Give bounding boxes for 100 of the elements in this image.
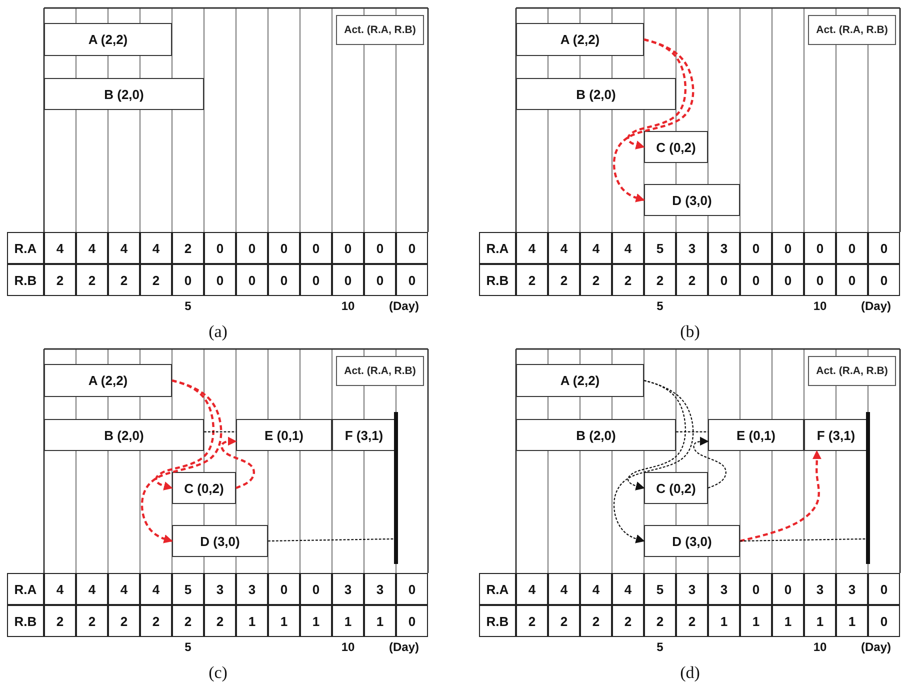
table-cell: 3 xyxy=(332,573,364,605)
activity-bar: B (2,0) xyxy=(44,419,204,451)
table-cell: 0 xyxy=(708,264,740,296)
axis-unit-label: (Day) xyxy=(388,640,420,654)
panel-caption: (b) xyxy=(679,322,701,342)
table-cell: 0 xyxy=(868,264,900,296)
panel-caption: (c) xyxy=(208,663,228,683)
table-cell: 3 xyxy=(804,573,836,605)
row-header-cell: R.A xyxy=(479,232,516,264)
finish-line-bar xyxy=(866,412,870,564)
table-cell: 0 xyxy=(868,605,900,637)
activity-bar: E (0,1) xyxy=(236,419,332,451)
activity-bar: A (2,2) xyxy=(516,23,644,56)
table-cell: 1 xyxy=(268,605,300,637)
table-cell: 0 xyxy=(172,264,204,296)
table-cell: 2 xyxy=(76,264,108,296)
activity-bar: C (0,2) xyxy=(644,472,708,504)
axis-tick-label: 10 xyxy=(340,299,356,313)
axis-unit-label: (Day) xyxy=(860,299,892,313)
table-cell: 2 xyxy=(172,232,204,264)
table-cell: 3 xyxy=(708,232,740,264)
table-cell: 4 xyxy=(548,232,580,264)
axis-tick-label: 10 xyxy=(812,299,828,313)
table-cell: 4 xyxy=(580,232,612,264)
table-cell: 0 xyxy=(364,232,396,264)
table-cell: 4 xyxy=(580,573,612,605)
table-cell: 4 xyxy=(108,232,140,264)
table-cell: 0 xyxy=(772,264,804,296)
panel-caption: (d) xyxy=(679,663,701,683)
table-cell: 4 xyxy=(108,573,140,605)
table-cell: 0 xyxy=(300,264,332,296)
table-cell: 0 xyxy=(236,232,268,264)
table-cell: 5 xyxy=(644,232,676,264)
dotted-connector xyxy=(740,538,866,542)
axis-unit-label: (Day) xyxy=(388,299,420,313)
activity-bar: A (2,2) xyxy=(516,364,644,397)
table-cell: 2 xyxy=(140,605,172,637)
table-cell: 0 xyxy=(300,573,332,605)
key-box: Act. (R.A, R.B) xyxy=(808,15,896,45)
table-cell: 1 xyxy=(708,605,740,637)
table-cell: 4 xyxy=(140,232,172,264)
table-cell: 0 xyxy=(396,573,428,605)
axis-unit-label: (Day) xyxy=(860,640,892,654)
table-cell: 2 xyxy=(676,605,708,637)
axis-tick-label: 5 xyxy=(184,299,192,313)
table-cell: 2 xyxy=(44,264,76,296)
axis-tick-label: 5 xyxy=(656,640,664,654)
dotted-connector xyxy=(204,431,236,432)
dashed-arrow xyxy=(693,436,726,489)
table-cell: 2 xyxy=(44,605,76,637)
table-cell: 5 xyxy=(644,573,676,605)
table-cell: 5 xyxy=(172,573,204,605)
activity-bar: E (0,1) xyxy=(708,419,804,451)
table-cell: 2 xyxy=(108,264,140,296)
table-cell: 3 xyxy=(708,573,740,605)
table-cell: 0 xyxy=(332,232,364,264)
activity-bar: A (2,2) xyxy=(44,23,172,56)
table-cell: 0 xyxy=(868,573,900,605)
dashed-arrow xyxy=(740,450,822,542)
table-cell: 1 xyxy=(836,605,868,637)
table-cell: 3 xyxy=(676,232,708,264)
table-cell: 4 xyxy=(516,232,548,264)
table-cell: 0 xyxy=(836,264,868,296)
table-cell: 0 xyxy=(204,232,236,264)
table-cell: 2 xyxy=(548,264,580,296)
table-cell: 4 xyxy=(44,232,76,264)
table-cell: 0 xyxy=(772,573,804,605)
table-cell: 0 xyxy=(396,232,428,264)
table-cell: 4 xyxy=(76,573,108,605)
activity-bar: F (3,1) xyxy=(332,419,396,451)
row-header-cell: R.B xyxy=(479,605,516,637)
row-header-cell: R.A xyxy=(7,232,44,264)
table-cell: 4 xyxy=(516,573,548,605)
row-header-cell: R.B xyxy=(7,264,44,296)
table-cell: 0 xyxy=(268,573,300,605)
table-cell: 0 xyxy=(332,264,364,296)
dashed-arrow xyxy=(220,436,255,490)
key-box: Act. (R.A, R.B) xyxy=(808,356,896,386)
table-cell: 0 xyxy=(396,264,428,296)
row-header-cell: R.B xyxy=(7,605,44,637)
table-cell: 2 xyxy=(676,264,708,296)
activity-bar: D (3,0) xyxy=(644,525,740,557)
dashed-arrow xyxy=(155,379,214,490)
table-cell: 0 xyxy=(772,232,804,264)
dashed-arrow xyxy=(612,38,694,202)
table-cell: 2 xyxy=(612,605,644,637)
table-cell: 1 xyxy=(364,605,396,637)
table-cell: 2 xyxy=(76,605,108,637)
table-cell: 0 xyxy=(740,573,772,605)
table-cell: 0 xyxy=(396,605,428,637)
table-cell: 2 xyxy=(548,605,580,637)
activity-bar: C (0,2) xyxy=(172,472,236,504)
activity-bar: B (2,0) xyxy=(516,78,676,110)
axis-tick-label: 5 xyxy=(656,299,664,313)
key-box: Act. (R.A, R.B) xyxy=(336,356,424,386)
table-cell: 1 xyxy=(740,605,772,637)
activity-bar: B (2,0) xyxy=(44,78,204,110)
activity-bar: D (3,0) xyxy=(644,184,740,216)
axis-tick-label: 10 xyxy=(340,640,356,654)
table-cell: 3 xyxy=(364,573,396,605)
